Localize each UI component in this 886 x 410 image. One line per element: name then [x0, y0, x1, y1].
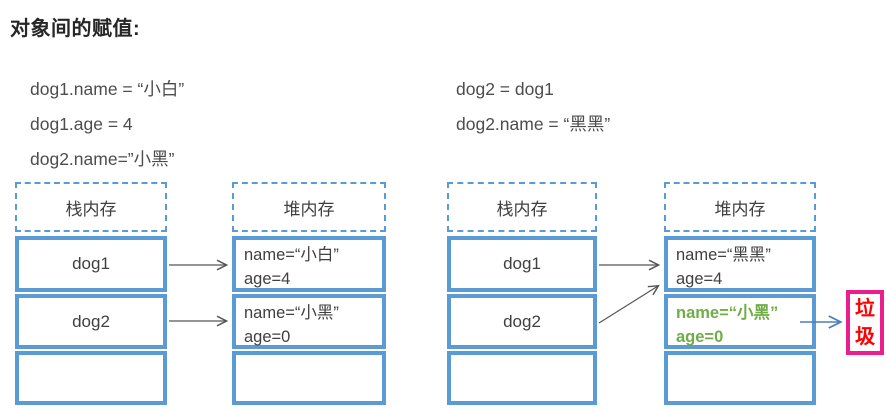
heap-object-name: name=“小黑” [244, 304, 339, 322]
stack-cell-dog1-right: dog1 [447, 236, 597, 292]
heap-memory-label: 堆内存 [714, 199, 766, 219]
stack-cell-dog1-left: dog1 [15, 236, 167, 292]
stack-memory-label: 栈内存 [496, 199, 548, 219]
heap-object-age: age=0 [244, 328, 291, 346]
page-title: 对象间的赋值: [10, 18, 141, 40]
heap-object-name: name=“小黑” [676, 304, 779, 322]
code-line: dog2.name=”小黑” [30, 149, 175, 169]
heap-cell-object1-right: name=“黑黑” age=4 [664, 236, 816, 292]
heap-cell-empty-right [664, 351, 816, 405]
code-line: dog2.name = “黑黑” [456, 114, 611, 134]
stack-memory-header-right: 栈内存 [447, 182, 597, 232]
heap-cell-object2-left: name=“小黑” age=0 [232, 294, 386, 349]
heap-memory-label: 堆内存 [283, 199, 335, 219]
heap-cell-orphan-object-right: name=“小黑” age=0 [664, 294, 816, 349]
stack-memory-label: 栈内存 [65, 199, 117, 219]
heap-object-age: age=0 [676, 328, 724, 346]
code-line: dog2 = dog1 [456, 79, 554, 99]
stack-cell-empty-left [15, 351, 167, 405]
stack-cell-dog2-left: dog2 [15, 294, 167, 349]
heap-memory-header-left: 堆内存 [232, 182, 386, 232]
code-block-left: dog1.name = “小白” dog1.age = 4 dog2.name=… [30, 72, 184, 177]
code-line: dog1.age = 4 [30, 114, 133, 134]
heap-object-age: age=4 [676, 270, 723, 288]
stack-memory-header-left: 栈内存 [15, 182, 167, 232]
stack-cell-empty-right [447, 351, 597, 405]
heap-object-age: age=4 [244, 270, 291, 288]
heap-object-name: name=“小白” [244, 246, 339, 264]
arrow-dog2-to-shared-object-right [598, 286, 658, 324]
stack-cell-dog2-right: dog2 [447, 294, 597, 349]
code-line: dog1.name = “小白” [30, 79, 185, 99]
heap-object-name: name=“黑黑” [676, 246, 771, 264]
heap-cell-empty-left [232, 351, 386, 405]
heap-memory-header-right: 堆内存 [664, 182, 816, 232]
code-block-right: dog2 = dog1 dog2.name = “黑黑” [456, 72, 610, 142]
garbage-box: 垃圾 [846, 290, 884, 355]
heap-cell-object1-left: name=“小白” age=4 [232, 236, 386, 292]
